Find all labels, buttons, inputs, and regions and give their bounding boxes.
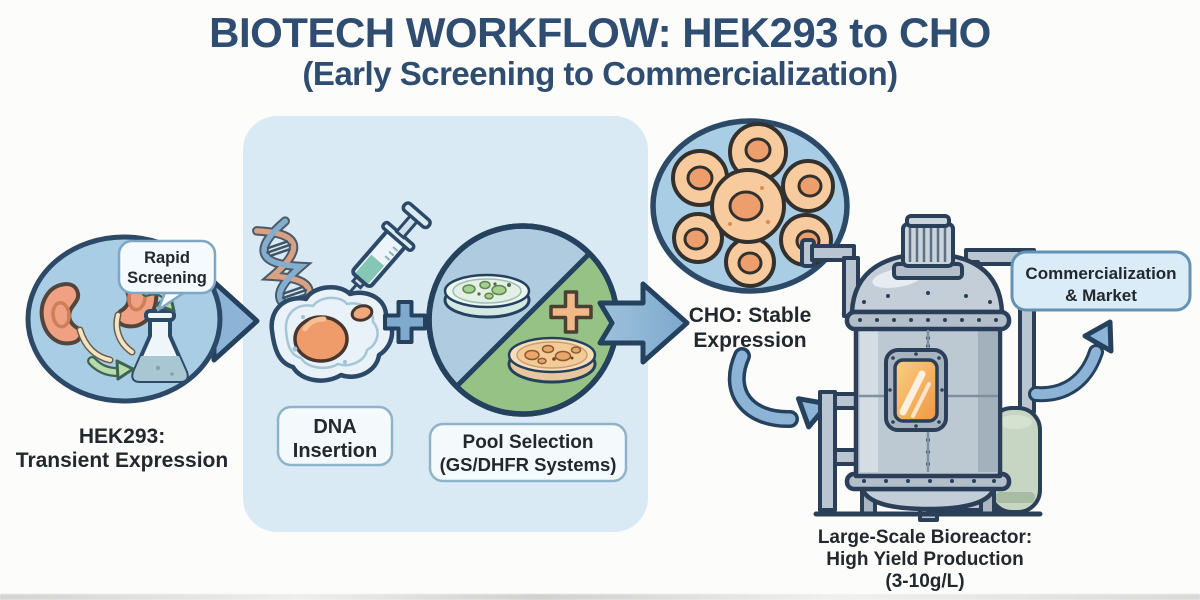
- motor: [892, 214, 964, 280]
- dna-label-line2: Insertion: [293, 440, 377, 462]
- plus-icon-process: [383, 300, 427, 344]
- bioreactor-icon: [800, 214, 1043, 522]
- dna-label-line1: DNA: [313, 416, 356, 438]
- transfer-arrow-icon: [87, 356, 135, 381]
- flow-arrow-2-icon: [597, 281, 690, 365]
- bioreactor-caption-line1: Large-Scale Bioreactor:: [818, 527, 1032, 548]
- bioreactor-caption-line2: High Yield Production: [826, 549, 1023, 570]
- hek-caption-line1: HEK293:: [79, 425, 165, 448]
- pool-selection-stage: Pool Selection (GS/DHFR Systems): [426, 223, 628, 483]
- curved-arrow-to-bioreactor-icon: [727, 347, 831, 430]
- plus-icon-selection: [549, 290, 593, 334]
- pool-label-line1: Pool Selection: [463, 432, 594, 453]
- pool-selection-label: Pool Selection (GS/DHFR Systems): [428, 422, 628, 483]
- pool-label-line2: (GS/DHFR Systems): [440, 454, 617, 475]
- flask-icon: [131, 309, 189, 383]
- cell-nucleus: [293, 315, 349, 363]
- cho-caption-line1: CHO: Stable: [689, 304, 812, 327]
- cho-caption-line2: Expression: [693, 329, 806, 352]
- syringe-icon: [335, 201, 432, 308]
- bubble-text-line1: Rapid: [144, 249, 190, 267]
- market-label-line2: & Market: [1065, 286, 1137, 305]
- bioreactor-caption-line3: (3-10g/L): [885, 571, 964, 592]
- market-box: Commercialization & Market: [1010, 250, 1192, 312]
- bubble-text-line2: Screening: [127, 269, 207, 287]
- dna-insertion-label: DNA Insertion: [276, 405, 394, 467]
- hek-stage: Rapid Screening HEK293: Transient Expres…: [16, 234, 228, 472]
- rapid-screening-bubble: Rapid Screening: [117, 239, 217, 312]
- page-title-line2: (Early Screening to Commercialization): [302, 55, 897, 92]
- kidneys-icon: [39, 265, 159, 364]
- petri-dish-icon-bottom: [507, 336, 597, 384]
- page-title-line1: BIOTECH WORKFLOW: HEK293 to CHO: [209, 9, 991, 56]
- cell-icon: [269, 285, 395, 383]
- speech-bubble: [117, 239, 217, 295]
- curved-arrow-to-market-icon: [1028, 319, 1114, 403]
- market-label-line1: Commercialization: [1025, 264, 1176, 283]
- hek-caption-line2: Transient Expression: [16, 449, 228, 472]
- dna-insertion-stage: DNA Insertion: [252, 201, 432, 467]
- bottom-edge-artifact: [0, 594, 1200, 600]
- petri-dish-icon-top: [443, 273, 531, 319]
- sight-window: [884, 348, 948, 432]
